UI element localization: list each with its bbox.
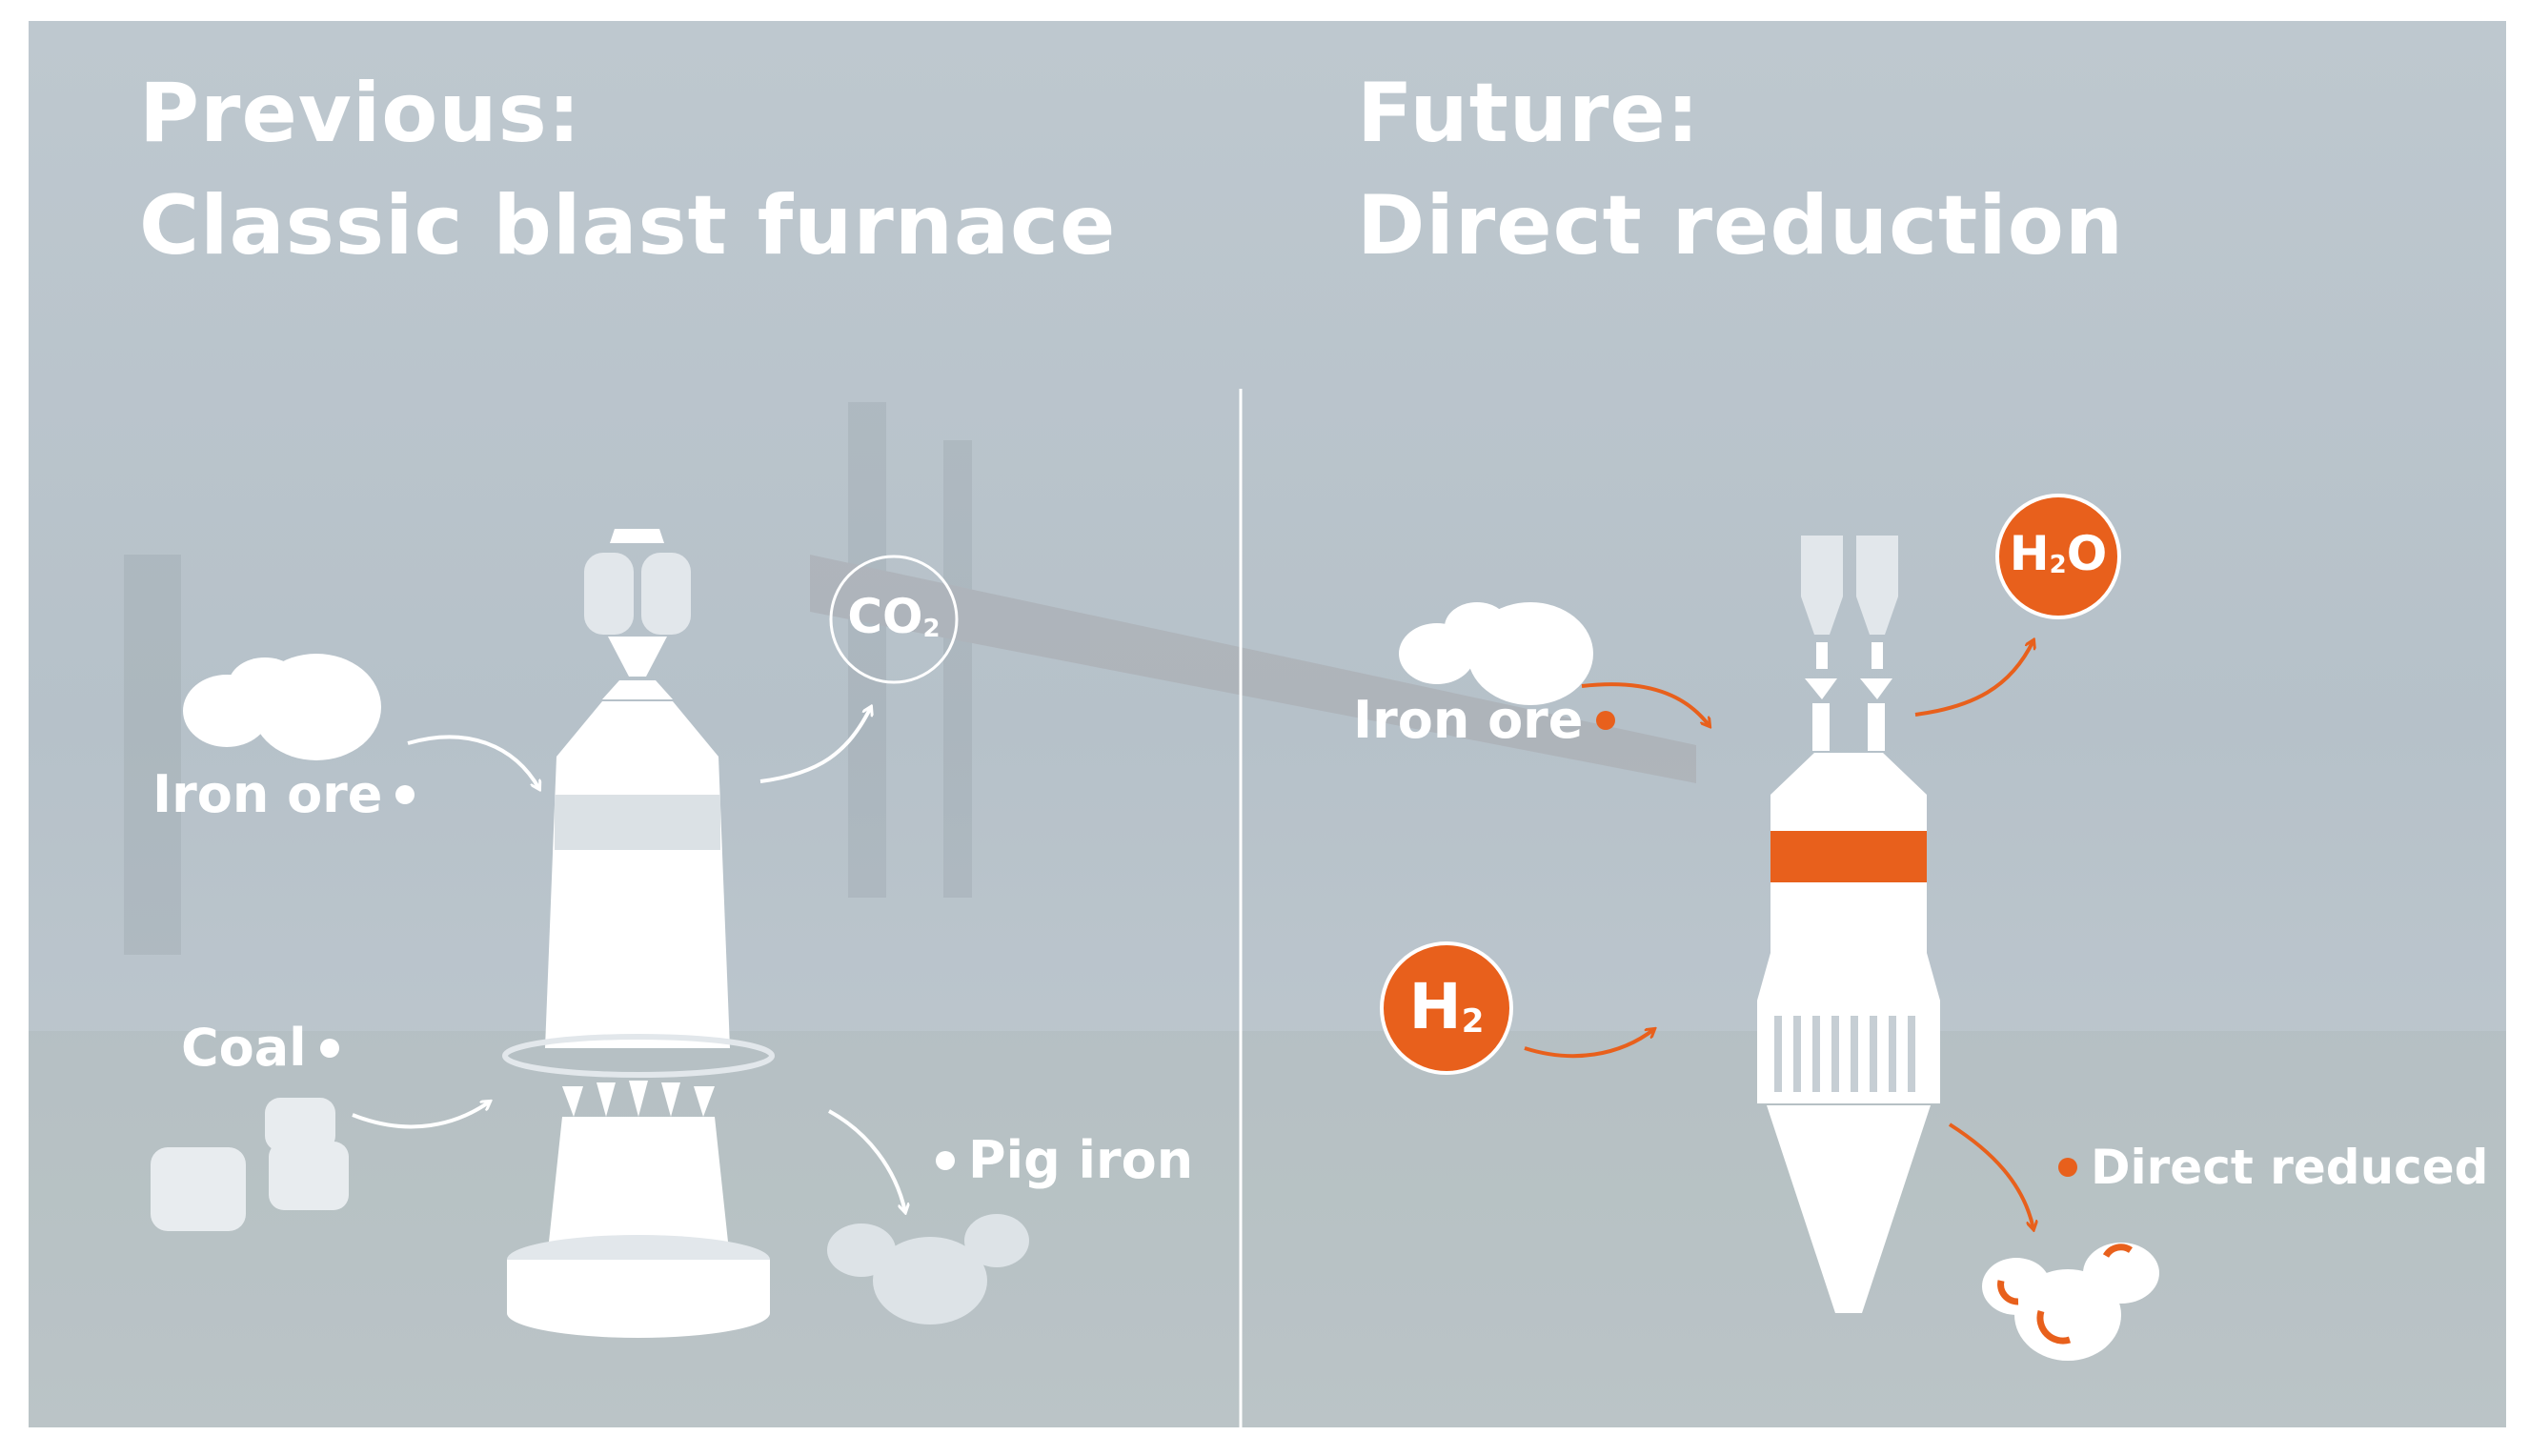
comparison-panel: Previous: Classic blast furnace Future: … [29,21,2506,1427]
co2-formula: CO [847,589,922,644]
future-heading: Future: Direct reduction [1357,57,2124,282]
previous-heading-line1: Previous: [139,57,1116,170]
label-pig-iron: Pig iron [936,1130,1193,1190]
h2o-formula-start: H [2010,526,2050,581]
bullet-dot [936,1151,955,1170]
label-pig-iron-text: Pig iron [968,1130,1193,1190]
h2-formula: H [1409,970,1462,1043]
label-iron-ore-right-text: Iron ore [1353,690,1583,750]
label-iron-ore-left: Iron ore [152,764,415,824]
label-direct-reduced-iron: Direct reduced iron [2058,1140,2529,1195]
label-direct-reduced-iron-text: Direct reduced iron [2091,1140,2529,1195]
h2o-subscript: 2 [2050,551,2067,579]
h2o-formula-end: O [2067,526,2108,581]
label-iron-ore-right: Iron ore [1353,690,1615,750]
bullet-dot [320,1039,339,1058]
label-coal: Coal [181,1018,339,1078]
future-heading-line2: Direct reduction [1357,170,2124,282]
label-iron-ore-left-text: Iron ore [152,764,382,824]
h2-subscript: 2 [1462,1002,1485,1041]
previous-heading-line2: Classic blast furnace [139,170,1116,282]
label-coal-text: Coal [181,1018,307,1078]
bullet-dot-orange [2058,1158,2077,1177]
co2-subscript: 2 [923,615,941,643]
previous-heading: Previous: Classic blast furnace [139,57,1116,282]
bullet-dot-orange [1596,711,1615,730]
reduction-zone-band [1770,831,1927,882]
bullet-dot [395,785,415,804]
future-heading-line1: Future: [1357,57,2124,170]
